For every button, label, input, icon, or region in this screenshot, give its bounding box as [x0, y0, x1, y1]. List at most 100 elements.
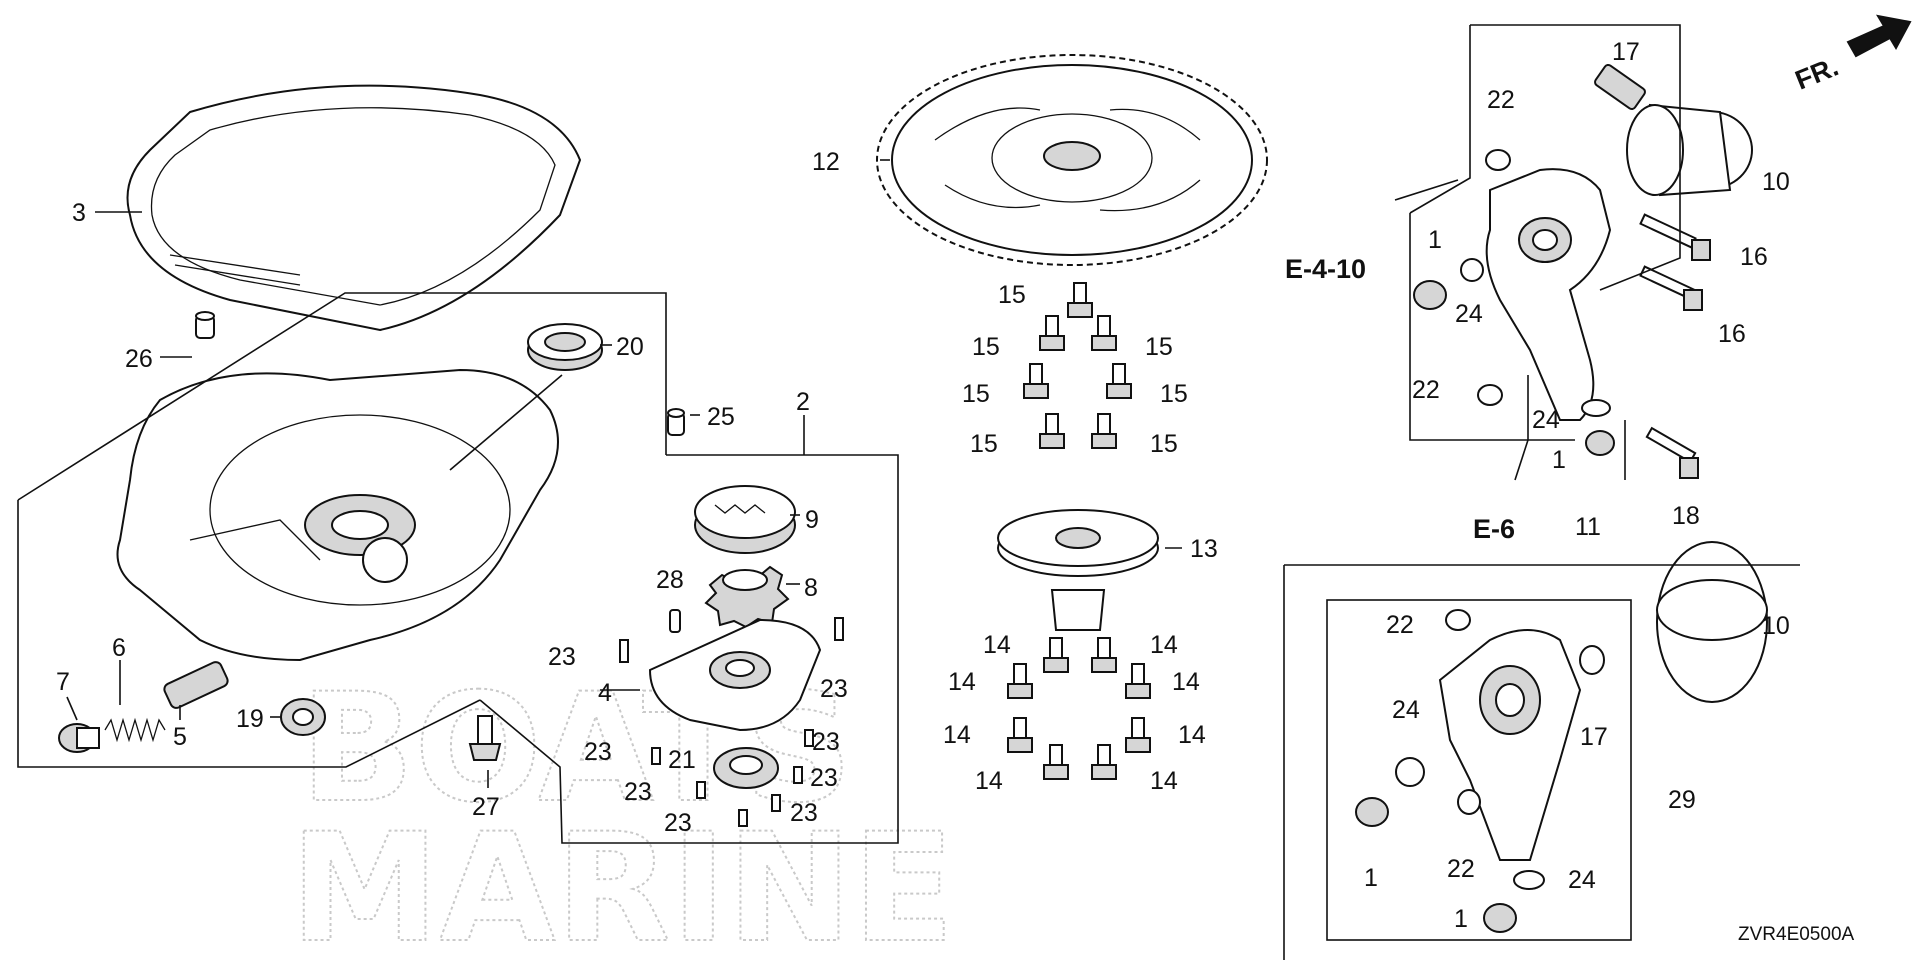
- callout-6: 6: [112, 634, 126, 662]
- bolt-part-15[interactable]: [1023, 363, 1049, 399]
- leader-lines: [17, 24, 1800, 960]
- callout-22-a: 22: [1487, 86, 1515, 114]
- gasket-part-3[interactable]: [126, 84, 582, 332]
- callout-26: 26: [125, 345, 153, 373]
- bolt-part-14[interactable]: [1043, 744, 1069, 780]
- callout-23-h: 23: [790, 799, 818, 827]
- bolt-part-15[interactable]: [1091, 413, 1117, 449]
- pump-cover-part-4[interactable]: [648, 618, 822, 732]
- callout-10-b: 10: [1762, 612, 1790, 640]
- bolt-part-15[interactable]: [1091, 315, 1117, 351]
- plug-part-1[interactable]: [1355, 797, 1389, 827]
- diagram-code: ZVR4E0500A: [1738, 924, 1855, 945]
- bolt-part-16[interactable]: [1639, 213, 1711, 261]
- reference-lower[interactable]: E-6: [1473, 514, 1515, 544]
- relief-valve-part-5[interactable]: [162, 660, 229, 710]
- reference-upper[interactable]: E-4-10: [1285, 254, 1366, 284]
- callout-12: 12: [812, 148, 840, 176]
- plug-bolt-part-7[interactable]: [58, 723, 100, 753]
- o-ring-part-17[interactable]: [1579, 645, 1605, 675]
- o-ring-part-22[interactable]: [1445, 609, 1471, 631]
- callout-15-f: 15: [970, 430, 998, 458]
- screw-part-23[interactable]: [793, 766, 803, 784]
- callout-23-g: 23: [664, 809, 692, 837]
- dowel-pin-part-25[interactable]: [667, 408, 685, 436]
- flywheel-case-part-2[interactable]: [116, 368, 559, 662]
- callout-14-d: 14: [1172, 668, 1200, 696]
- o-ring-part-22[interactable]: [1457, 789, 1481, 815]
- bolt-part-14[interactable]: [1091, 744, 1117, 780]
- screw-part-23[interactable]: [696, 781, 706, 799]
- washer-part-24[interactable]: [1395, 757, 1425, 787]
- pin-part-28[interactable]: [669, 609, 681, 633]
- stud-part-17-upper[interactable]: [1593, 63, 1646, 111]
- callout-14-b: 14: [1150, 631, 1178, 659]
- watermark-line-2: MARINE: [290, 802, 955, 960]
- pump-housing-part-11[interactable]: [1485, 168, 1612, 421]
- callout-9: 9: [805, 506, 819, 534]
- bolt-part-15[interactable]: [1106, 363, 1132, 399]
- callout-15-e: 15: [1160, 380, 1188, 408]
- callout-23-e: 23: [624, 778, 652, 806]
- bolt-part-15[interactable]: [1039, 315, 1065, 351]
- bolt-part-14[interactable]: [1007, 663, 1033, 699]
- oil-filter-part-10-upper[interactable]: [1626, 103, 1753, 197]
- washer-part-24[interactable]: [1581, 399, 1611, 417]
- plug-part-1[interactable]: [1483, 903, 1517, 933]
- inner-rotor-part-8[interactable]: [704, 565, 790, 629]
- watermark: BOATS MARINE: [289, 661, 956, 960]
- bolt-part-16[interactable]: [1639, 265, 1703, 311]
- spring-part-6[interactable]: [104, 717, 166, 743]
- bolt-part-15[interactable]: [1039, 413, 1065, 449]
- callout-3: 3: [72, 199, 86, 227]
- bolt-part-14[interactable]: [1125, 663, 1151, 699]
- callout-24-c: 24: [1392, 696, 1420, 724]
- callout-1-c: 1: [1364, 864, 1378, 892]
- callout-15-b: 15: [972, 333, 1000, 361]
- plug-part-1[interactable]: [1585, 430, 1615, 456]
- o-ring-part-22[interactable]: [1485, 149, 1511, 171]
- drive-plate-part-13[interactable]: [997, 509, 1159, 631]
- plug-part-1[interactable]: [1413, 280, 1447, 310]
- callout-labels: 3 26 20 25 2 9 8 28 23 23 4 23 23 21 23 …: [56, 38, 1855, 945]
- callout-19: 19: [236, 705, 264, 733]
- callout-14-h: 14: [1150, 767, 1178, 795]
- bolt-part-18[interactable]: [1645, 426, 1699, 479]
- callout-29: 29: [1668, 786, 1696, 814]
- callout-10-a: 10: [1762, 168, 1790, 196]
- callout-14-e: 14: [943, 721, 971, 749]
- callout-28: 28: [656, 566, 684, 594]
- flywheel-part-12[interactable]: [876, 54, 1268, 266]
- washer-part-24[interactable]: [1513, 870, 1545, 890]
- callout-15-g: 15: [1150, 430, 1178, 458]
- callout-1-d: 1: [1454, 905, 1468, 933]
- bolt-part-27[interactable]: [468, 715, 502, 761]
- callout-15-d: 15: [962, 380, 990, 408]
- bolt-part-14[interactable]: [1125, 717, 1151, 753]
- dowel-pin-part-26[interactable]: [195, 311, 215, 339]
- oil-filter-part-10-lower[interactable]: [1656, 541, 1768, 703]
- bolt-part-15[interactable]: [1067, 282, 1093, 318]
- callout-5: 5: [173, 723, 187, 751]
- screw-part-23[interactable]: [738, 809, 748, 827]
- callout-17-a: 17: [1612, 38, 1640, 66]
- oil-seal-part-21[interactable]: [713, 747, 779, 789]
- callout-22-d: 22: [1447, 855, 1475, 883]
- bolt-part-14[interactable]: [1043, 637, 1069, 673]
- oil-seal-part-20[interactable]: [527, 323, 603, 371]
- screw-part-23[interactable]: [804, 729, 814, 747]
- screw-part-23[interactable]: [771, 794, 781, 812]
- screw-part-23[interactable]: [834, 617, 844, 641]
- screw-part-23[interactable]: [619, 639, 629, 663]
- plug-part-19[interactable]: [280, 698, 326, 736]
- pump-assembly-part-29[interactable]: [1438, 629, 1582, 861]
- callout-16-b: 16: [1718, 320, 1746, 348]
- bolt-part-14[interactable]: [1091, 637, 1117, 673]
- callout-7: 7: [56, 668, 70, 696]
- screw-part-23[interactable]: [651, 747, 661, 765]
- outer-rotor-part-9[interactable]: [694, 485, 796, 554]
- callout-14-f: 14: [1178, 721, 1206, 749]
- washer-part-24[interactable]: [1460, 258, 1484, 282]
- bolt-part-14[interactable]: [1007, 717, 1033, 753]
- o-ring-part-22[interactable]: [1477, 384, 1503, 406]
